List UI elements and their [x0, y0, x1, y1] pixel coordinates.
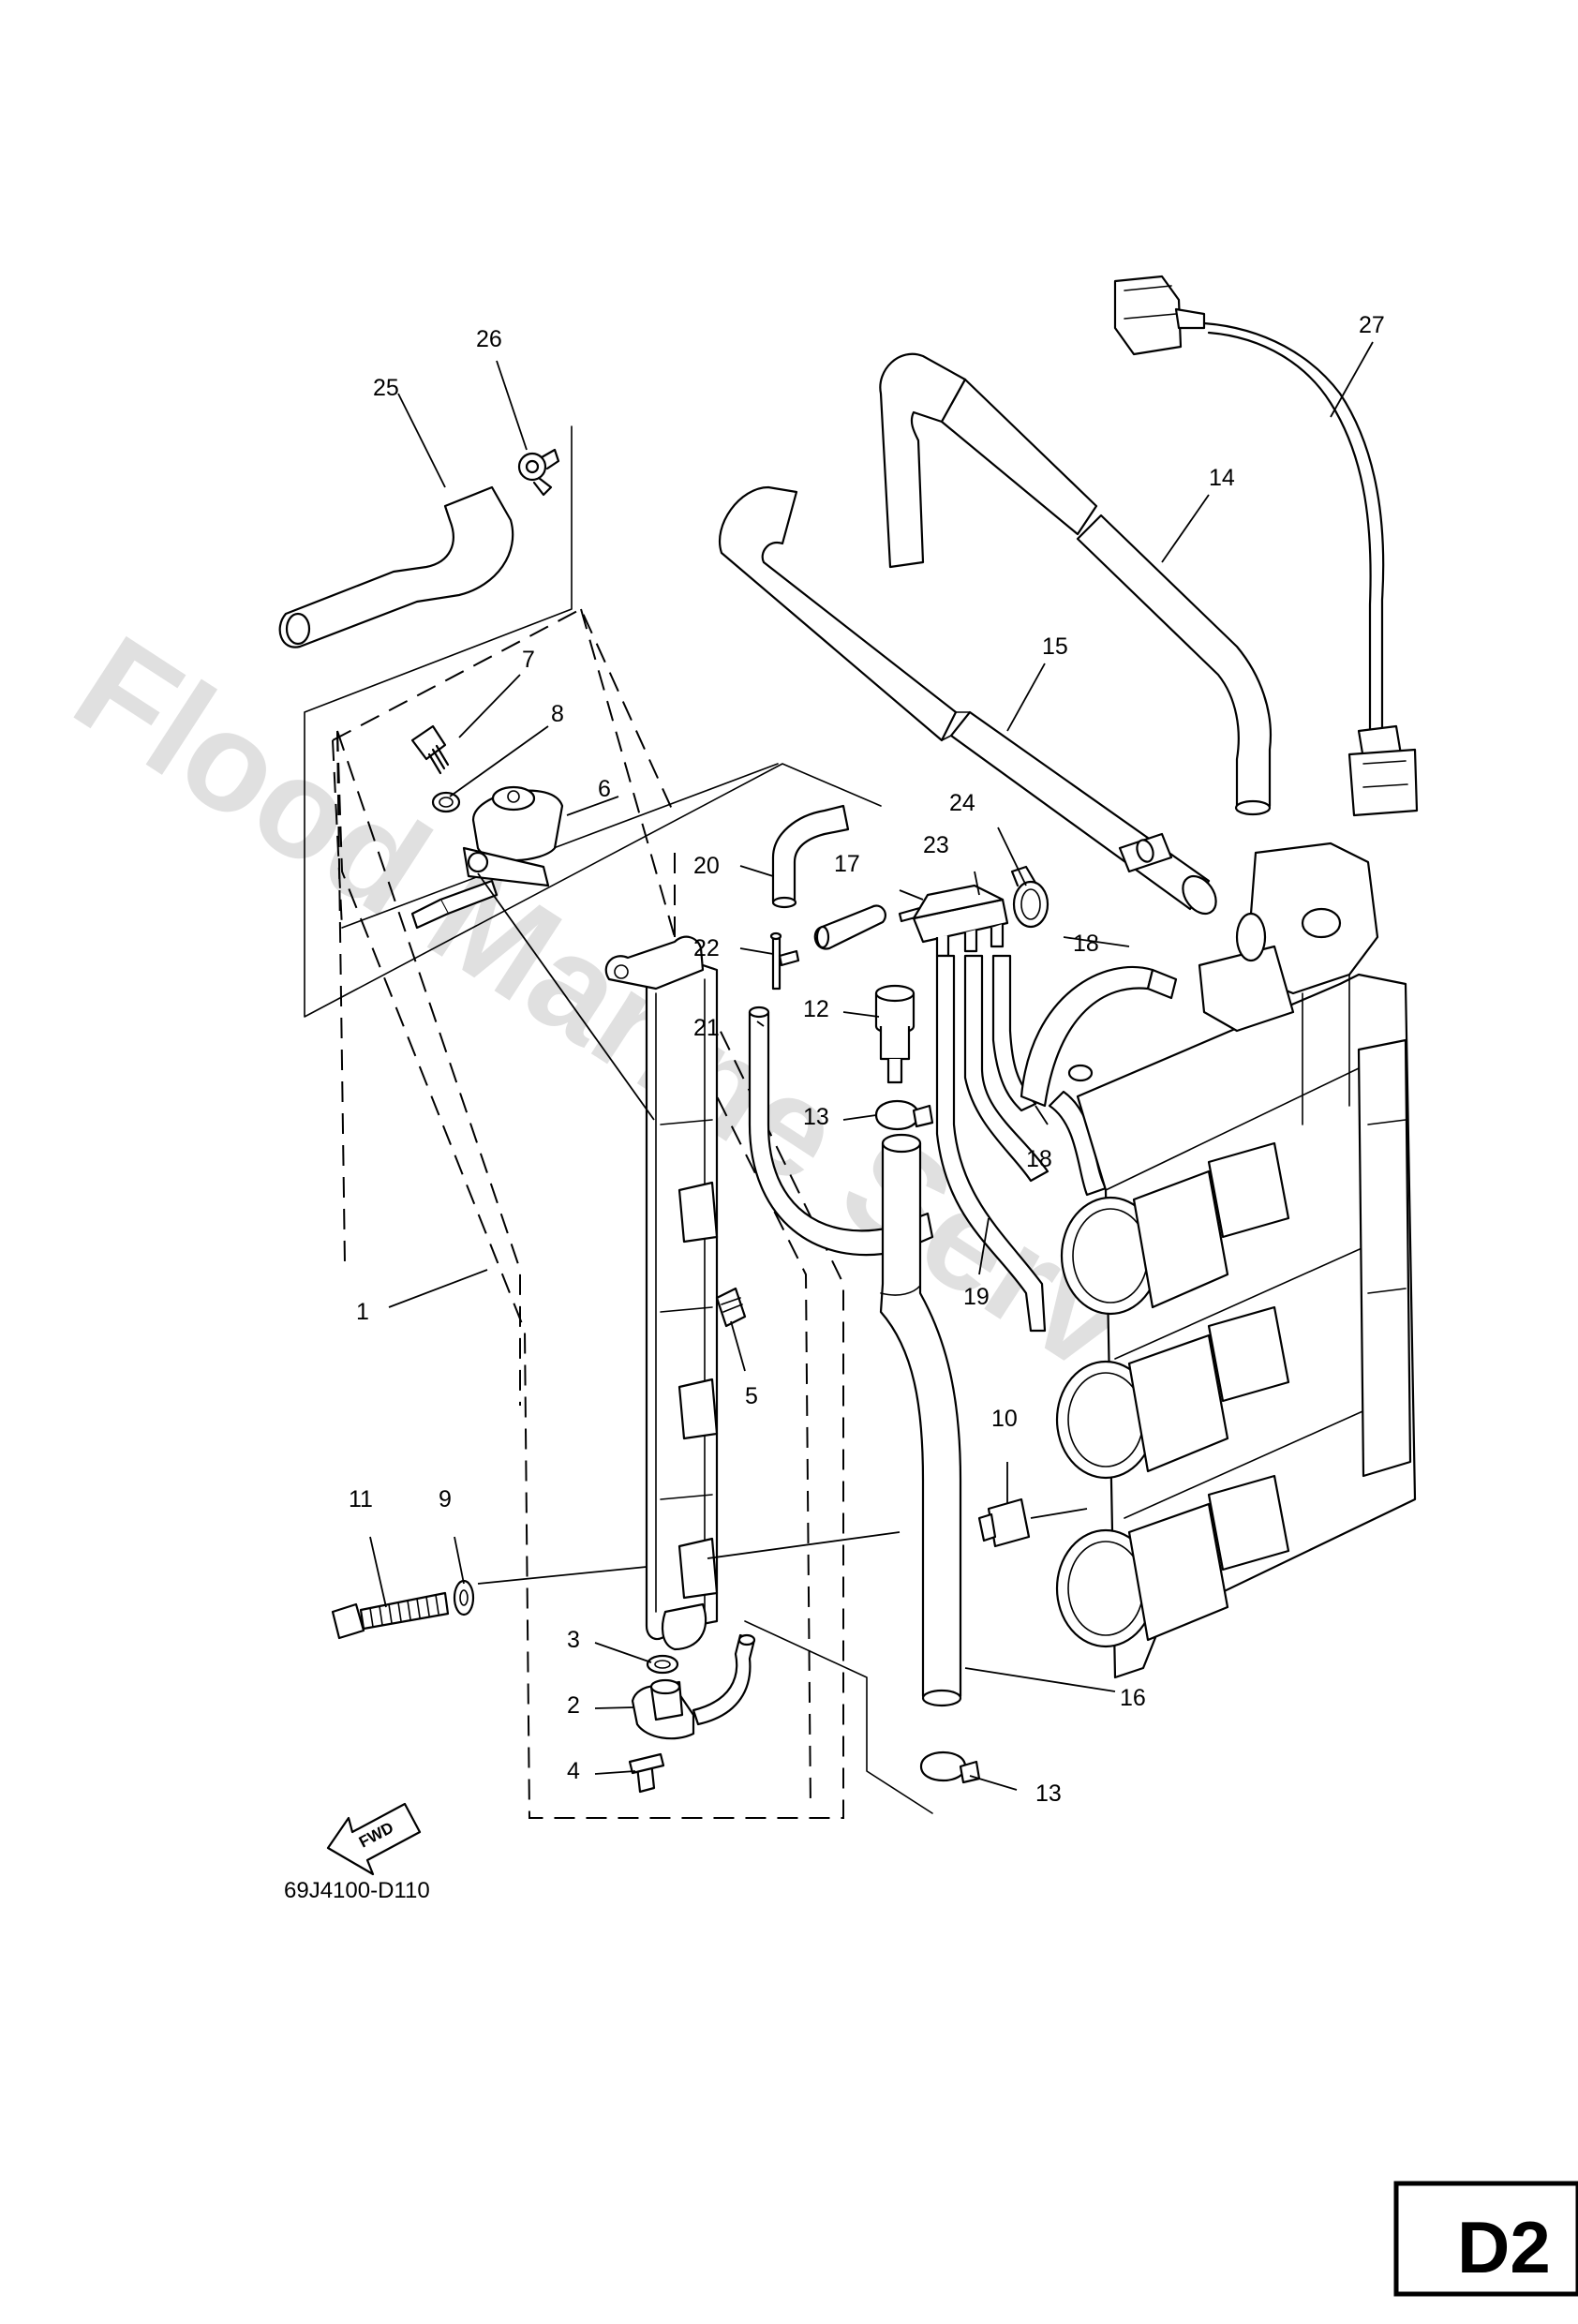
callout-12: 12 — [803, 996, 829, 1022]
callout-19: 19 — [963, 1284, 990, 1310]
callout-15: 15 — [1042, 633, 1068, 660]
callout-25: 25 — [373, 375, 399, 401]
clamp-13-lower — [919, 1750, 981, 1784]
hose-18 — [991, 954, 1178, 1197]
outline-rail-group — [336, 608, 844, 1819]
callout-13-upper: 13 — [803, 1104, 829, 1130]
callout-16: 16 — [1120, 1685, 1146, 1711]
callout-8: 8 — [551, 701, 564, 727]
hose-17 — [813, 904, 928, 950]
callout-labels: 1 2 3 4 5 6 7 8 9 10 11 12 13 13 14 15 1… — [349, 312, 1385, 1807]
hose-19 — [935, 954, 1050, 1333]
callout-24: 24 — [949, 790, 975, 816]
callout-6: 6 — [598, 776, 611, 802]
page-code: D2 — [1457, 2206, 1551, 2288]
callout-17: 17 — [834, 851, 860, 877]
o-ring-3 — [646, 1654, 679, 1675]
callout-3: 3 — [567, 1627, 580, 1653]
callout-14: 14 — [1209, 465, 1235, 491]
clamp-26 — [517, 448, 560, 497]
washer-9 — [453, 1579, 475, 1616]
hose-20 — [771, 804, 850, 909]
joint-22 — [769, 931, 800, 991]
harness-27 — [1113, 275, 1419, 817]
callout-11: 11 — [349, 1486, 373, 1512]
hose-25 — [278, 485, 514, 648]
callout-27: 27 — [1359, 312, 1385, 338]
callout-18-upper: 18 — [1073, 931, 1099, 957]
callout-10: 10 — [991, 1406, 1018, 1432]
fuel-joint-2 — [631, 1633, 756, 1740]
bolt-11 — [331, 1591, 450, 1640]
o-ring-8 — [431, 791, 461, 813]
hose-16 — [879, 1133, 962, 1707]
fwd-arrow-icon: FWD — [326, 1802, 422, 1876]
outline-regulator-solid — [304, 425, 882, 1018]
callout-22: 22 — [693, 935, 720, 961]
throttle-body-assembly — [1055, 842, 1417, 1679]
page-code-box: D2 — [1393, 2181, 1578, 2297]
outline-hose-group — [674, 853, 811, 1810]
callout-7: 7 — [522, 647, 535, 673]
cap-5 — [715, 1287, 747, 1328]
screw-4 — [628, 1752, 665, 1794]
outline-regulator-dashed — [332, 607, 676, 929]
joint-23 — [912, 884, 1009, 958]
screw-7 — [410, 724, 450, 775]
damper-12 — [874, 984, 916, 1084]
callout-9: 9 — [439, 1486, 452, 1512]
callout-21: 21 — [693, 1015, 720, 1041]
callout-2: 2 — [567, 1692, 580, 1719]
fuel-rail-1 — [604, 935, 719, 1651]
outline-return-line — [744, 1620, 933, 1814]
callout-26: 26 — [476, 326, 502, 352]
pressure-regulator-6 — [410, 785, 564, 930]
group-outlines — [304, 425, 933, 1819]
callout-4: 4 — [567, 1758, 580, 1784]
callout-18-lower: 18 — [1026, 1146, 1052, 1172]
clamp-24 — [1010, 865, 1050, 929]
callout-20: 20 — [693, 853, 720, 879]
leader-lines — [369, 341, 1374, 1791]
callout-13-lower: 13 — [1035, 1780, 1062, 1807]
callout-5: 5 — [745, 1383, 758, 1409]
callout-23: 23 — [923, 832, 949, 858]
outline-regulator-base — [341, 763, 779, 929]
grommet-10 — [977, 1497, 1031, 1548]
diagram-code: 69J4100-D110 — [284, 1878, 430, 1903]
hose-14 — [879, 352, 1272, 873]
callout-1: 1 — [356, 1299, 369, 1325]
clamp-13-upper — [874, 1099, 934, 1131]
